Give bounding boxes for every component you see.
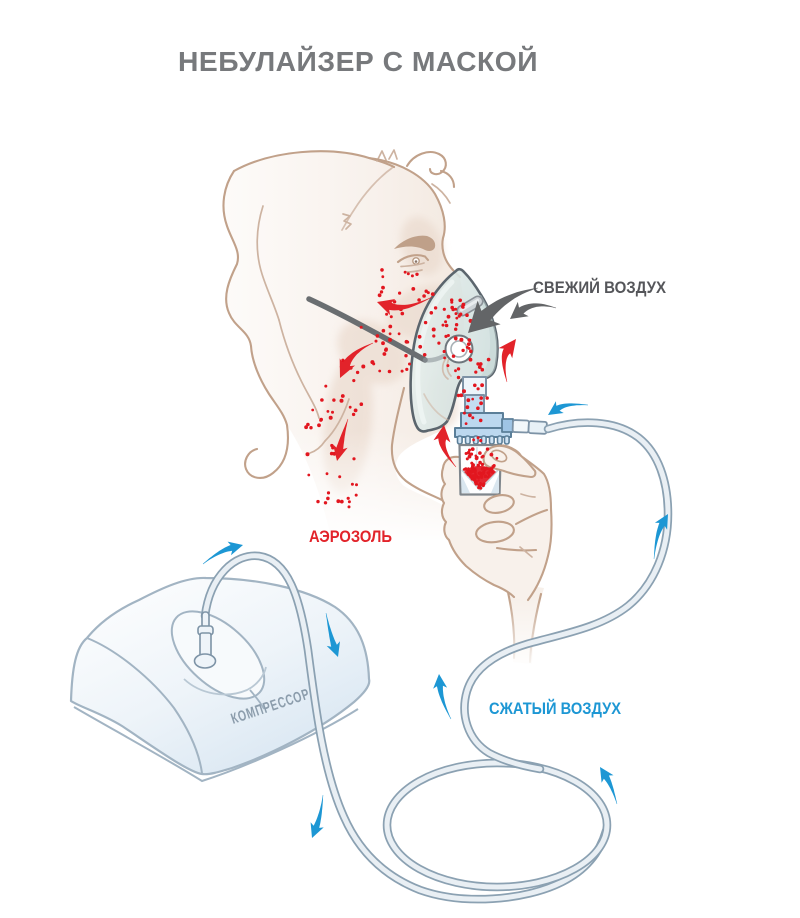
strap-clip: [456, 295, 484, 317]
tube-loop-inner: [384, 760, 610, 890]
arrow-fresh-air-into-mask: [468, 287, 538, 333]
crown-tooth-4: [480, 435, 487, 445]
hair-strand-inner-1: [256, 205, 280, 321]
recess-shadow: [183, 666, 267, 696]
arrow-aerosol-throat-upper: [339, 342, 374, 378]
particle-cluster-mask: [442, 298, 491, 403]
hair-top-sweep: [232, 150, 396, 173]
face-outline: [367, 156, 462, 279]
head-skin-fade: [280, 430, 475, 545]
lower-eyelid: [400, 262, 425, 268]
tube-compressor-inner: [202, 553, 609, 902]
crown-tooth-6: [496, 435, 503, 445]
hair-parting-line: [341, 167, 393, 231]
port-inner-ring: [450, 340, 468, 358]
pupil: [414, 260, 418, 263]
chin-through-mask: [423, 393, 449, 421]
air-inlet-port: [501, 418, 548, 435]
particle-cluster-cup-mist: [464, 447, 499, 469]
hair-crown-wisps: [376, 149, 398, 162]
arrow-air-rising-right: [653, 514, 668, 559]
page-title: НЕБУЛАЙЗЕР С МАСКОЙ: [178, 45, 538, 77]
arrow-aerosol-throat-lower: [333, 418, 349, 461]
hair-strand-inner-2: [278, 319, 320, 419]
compressor-ridge: [86, 637, 203, 774]
cup-spray-cone: [461, 469, 499, 491]
arrow-air-rising-mid: [433, 674, 452, 720]
flow-arrows: [202, 287, 668, 838]
port-elbow: [501, 418, 514, 433]
particle-cluster-upper-throat: [324, 306, 445, 420]
thumbnail: [490, 449, 508, 463]
shade-jaw: [337, 319, 407, 385]
port-connector-1: [511, 419, 530, 434]
mask-strap: [306, 296, 428, 363]
compressor-base: [73, 706, 359, 783]
recess-tick: [249, 689, 265, 710]
crown-tooth-2: [464, 435, 471, 445]
hair-nape-strand-2: [309, 440, 326, 454]
ring-finger-line: [495, 546, 538, 552]
crown-tooth-1: [456, 435, 463, 445]
crown-tooth-7: [503, 435, 510, 445]
arrow-air-compressor-top: [202, 541, 243, 565]
cup-liquid-right: [491, 474, 499, 493]
nozzle-base: [193, 653, 217, 669]
particle-cluster-stem: [462, 396, 484, 443]
fingertip-2: [475, 520, 515, 544]
compressor-unit: КОМПРЕССОР: [69, 576, 371, 783]
arrow-air-below-compressor: [310, 795, 324, 838]
hair-temple-spikes: [342, 213, 352, 230]
arrow-aerosol-up-cup-side: [433, 425, 457, 468]
compressor-recess: [170, 610, 266, 700]
aerosol-particles: [304, 268, 499, 509]
finger-fold-line: [514, 508, 549, 526]
tube-port-inner: [462, 420, 671, 772]
knuckle-crease: [519, 546, 533, 558]
under-eye-line: [405, 269, 423, 273]
eyebrow: [394, 235, 436, 251]
upper-eyelid: [396, 254, 430, 264]
hair-curl-loop: [405, 151, 447, 176]
label-aerosol: АЭРОЗОЛЬ: [309, 527, 392, 546]
arrow-air-loop-right: [600, 767, 618, 805]
mask-inner-shade: [477, 295, 498, 378]
label-fresh-air: СВЕЖИЙ ВОЗДУХ: [533, 278, 667, 297]
eye: [394, 235, 436, 273]
cup-liquid-left: [461, 474, 470, 493]
clip-highlight: [459, 298, 480, 312]
hand-front: [475, 444, 549, 558]
hair-curl-tail: [439, 169, 456, 189]
mask-strap-inside: [422, 353, 447, 363]
air-tube: [200, 418, 673, 904]
particle-cluster-lower-throat: [304, 398, 358, 509]
hair-curl-strand: [431, 183, 451, 204]
crown-tooth-5: [488, 435, 495, 445]
finger-lines: [495, 493, 549, 558]
particle-cluster-cup-heap: [462, 466, 494, 490]
hair-back-wave: [222, 169, 289, 479]
arrow-fresh-air-small: [510, 301, 557, 319]
hair-nape-strand-1: [324, 398, 350, 442]
thumb-web-crease: [520, 493, 536, 498]
arrow-aerosol-up-mask-side: [498, 339, 516, 383]
arrow-aerosol-cheek: [377, 296, 433, 316]
arrow-air-to-port: [548, 401, 588, 415]
fingertip-1: [483, 494, 515, 514]
label-compressed-air: СЖАТЫЙ ВОЗДУХ: [489, 699, 622, 718]
arrow-air-compressor-right: [325, 613, 340, 657]
compressor-nozzle: [193, 611, 217, 669]
hair: [222, 149, 456, 479]
crown-teeth: [456, 435, 510, 445]
hand-outline: [440, 444, 553, 602]
